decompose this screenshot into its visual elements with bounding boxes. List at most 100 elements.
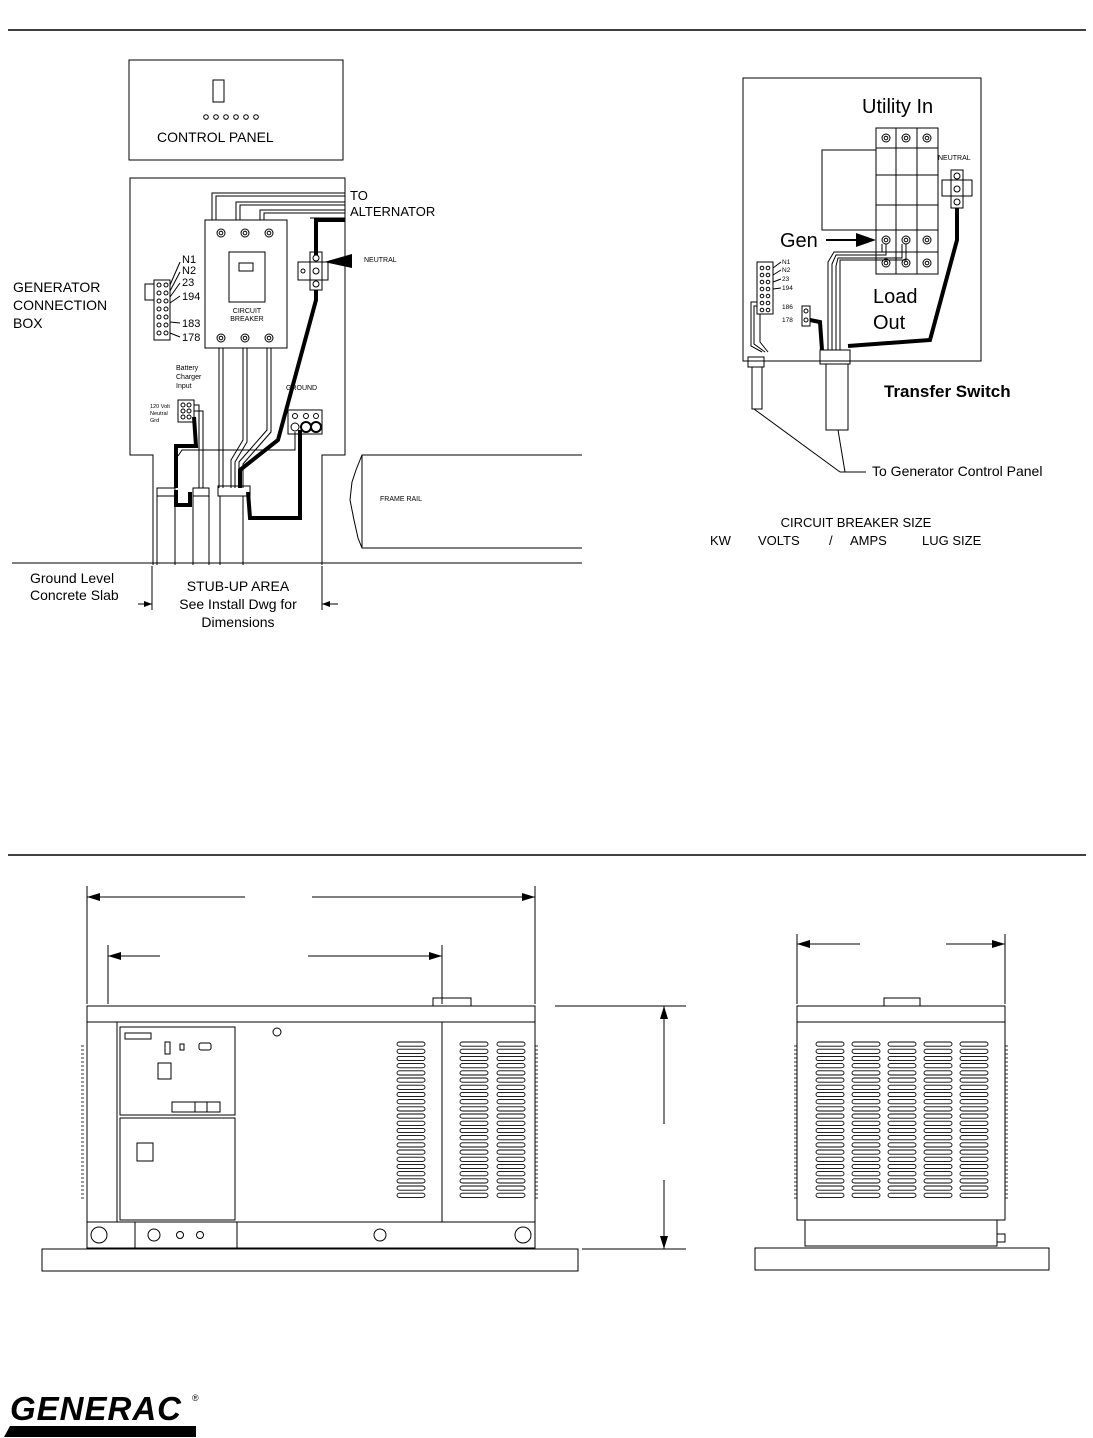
louvre-slot xyxy=(887,1163,917,1170)
louvre-slot xyxy=(959,1178,989,1184)
louvre-slot xyxy=(496,1070,526,1076)
louvre-slot xyxy=(923,1192,953,1198)
breaker-size-table: CIRCUIT BREAKER SIZE KW VOLTS / AMPS LUG… xyxy=(710,515,982,548)
louvre-slot xyxy=(851,1178,881,1184)
louvre-slot xyxy=(959,1084,989,1090)
louvre-column xyxy=(396,1041,426,1198)
louvre-slot xyxy=(396,1070,426,1076)
louvre-slot xyxy=(396,1135,426,1141)
ts-neutral-label: NEUTRAL xyxy=(938,155,971,162)
ts-terminal-186: 186 xyxy=(782,304,793,311)
louvre-slot xyxy=(959,1120,989,1126)
stub-up-label-2: See Install Dwg for xyxy=(179,596,297,612)
louvre-slot xyxy=(396,1099,426,1105)
front-elevation xyxy=(41,886,686,1272)
louvre-slot xyxy=(959,1055,989,1062)
louvre-slot xyxy=(815,1163,845,1170)
left-fins xyxy=(81,1045,84,1199)
louvre-slot xyxy=(959,1099,989,1105)
louvre-slot xyxy=(396,1120,426,1126)
louvre-slot xyxy=(959,1063,989,1069)
col-volts: VOLTS xyxy=(758,533,800,548)
louvre-slot xyxy=(815,1099,845,1105)
louvre-slot xyxy=(923,1113,953,1119)
louvre-slot xyxy=(459,1106,489,1112)
louvre-slot xyxy=(851,1077,881,1083)
box-label-2: CONNECTION xyxy=(13,297,107,313)
louvre-slot xyxy=(851,1041,881,1047)
louvre-slot xyxy=(815,1091,845,1098)
louvre-slot xyxy=(959,1070,989,1076)
louvre-slot xyxy=(851,1113,881,1119)
louvre-slot xyxy=(459,1048,489,1054)
louvre-slot xyxy=(815,1149,845,1155)
circuit-breaker-label-1: CIRCUIT xyxy=(233,308,262,315)
box-label-1: GENERATOR xyxy=(13,279,100,295)
logo-wordmark: GENERAC xyxy=(10,1390,182,1427)
louvre-slot xyxy=(851,1084,881,1090)
louvre-slot xyxy=(396,1063,426,1069)
louvre-slot xyxy=(459,1163,489,1170)
louvre-column xyxy=(923,1041,953,1198)
louvre-slot xyxy=(923,1041,953,1047)
louvre-slot xyxy=(887,1048,917,1054)
louvre-slot xyxy=(396,1077,426,1083)
louvre-slot xyxy=(923,1156,953,1162)
louvre-slot xyxy=(459,1171,489,1177)
louvre-slot xyxy=(923,1099,953,1105)
louvre-slot xyxy=(396,1048,426,1054)
louvre-slot xyxy=(496,1106,526,1112)
louvre-slot xyxy=(496,1178,526,1184)
stub-up-conduits xyxy=(156,485,251,565)
louvre-slot xyxy=(459,1099,489,1105)
louvre-slot xyxy=(887,1113,917,1119)
louvre-slot xyxy=(923,1063,953,1069)
louvre-slot xyxy=(923,1084,953,1090)
louvre-slot xyxy=(887,1135,917,1141)
louvre-slot xyxy=(396,1055,426,1062)
louvre-slot xyxy=(923,1171,953,1177)
louvre-slot xyxy=(851,1120,881,1126)
louvre-slot xyxy=(396,1084,426,1090)
gen-label: Gen xyxy=(780,230,818,252)
circuit-breaker-label-2: BREAKER xyxy=(230,316,263,323)
louvre-slot xyxy=(851,1063,881,1069)
side-right-fins xyxy=(1005,1045,1008,1199)
ts-terminal-n1: N1 xyxy=(782,259,791,266)
louvre-slot xyxy=(815,1077,845,1083)
louvre-slot xyxy=(815,1156,845,1162)
louvre-slot xyxy=(815,1113,845,1119)
battery-sub-2: Neutral xyxy=(150,411,168,417)
side-elevation xyxy=(754,934,1050,1271)
louvre-slot xyxy=(496,1192,526,1198)
louvre-slot xyxy=(496,1149,526,1155)
louvre-slot xyxy=(396,1185,426,1191)
louvre-column xyxy=(851,1041,881,1198)
louvre-slot xyxy=(887,1106,917,1112)
louvre-slot xyxy=(815,1120,845,1126)
transfer-switch-title: Transfer Switch xyxy=(884,382,1011,401)
ts-terminal-194: 194 xyxy=(782,285,793,292)
louvre-slot xyxy=(887,1149,917,1155)
load-wires xyxy=(218,290,318,488)
louvre-slot xyxy=(459,1055,489,1062)
louvre-slot xyxy=(396,1149,426,1155)
louvre-slot xyxy=(887,1041,917,1047)
louvre-slot xyxy=(923,1048,953,1054)
louvre-slot xyxy=(851,1091,881,1098)
side-left-fins xyxy=(794,1045,797,1199)
louvre-slot xyxy=(459,1142,489,1148)
terminal-23: 23 xyxy=(182,277,194,289)
louvre-slot xyxy=(887,1127,917,1134)
ts-terminal-n2: N2 xyxy=(782,267,791,274)
louvre-slot xyxy=(459,1149,489,1155)
stub-up-label-1: STUB-UP AREA xyxy=(187,578,290,594)
louvre-column xyxy=(959,1041,989,1198)
ground-level-label-1: Ground Level xyxy=(30,570,114,586)
louvre-slot xyxy=(815,1063,845,1069)
louvre-slot xyxy=(459,1178,489,1184)
louvre-slot xyxy=(887,1192,917,1198)
louvre-slot xyxy=(815,1106,845,1112)
louvre-slot xyxy=(459,1091,489,1098)
louvre-slot xyxy=(959,1163,989,1170)
